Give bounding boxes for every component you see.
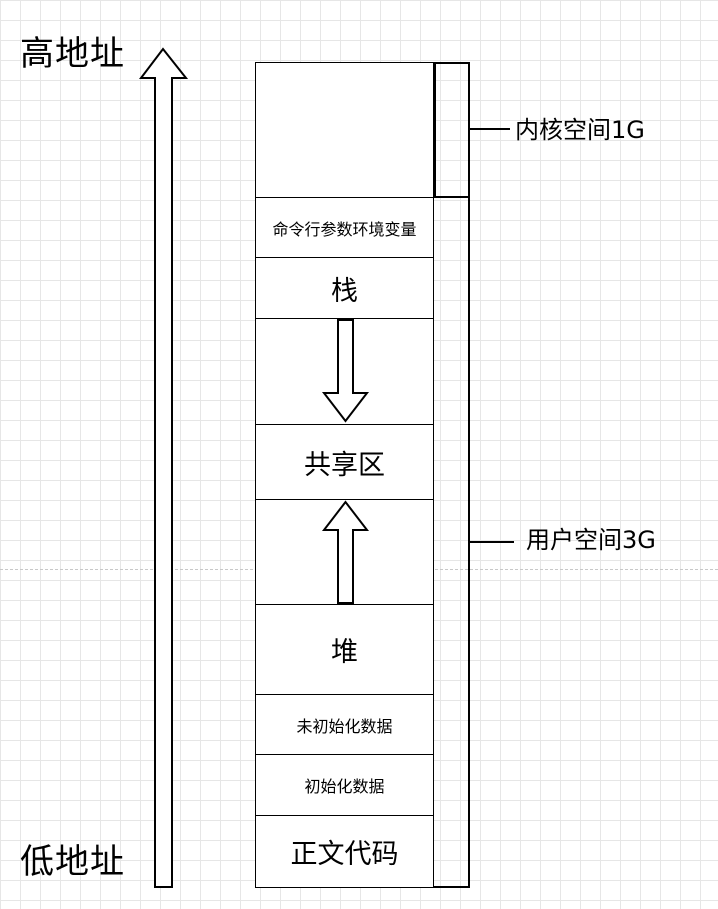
user-space-label: 用户空间3G [526, 526, 656, 554]
space-bracket [434, 62, 470, 888]
bss-segment: 未初始化数据 [256, 695, 433, 755]
address-up-arrow-icon [138, 47, 189, 888]
kernel-space-label: 内核空间1G [515, 116, 645, 144]
text-segment: 正文代码 [290, 839, 399, 870]
stack-segment: 栈 [256, 258, 433, 319]
data-segment: 初始化数据 [256, 755, 433, 816]
memory-layout-column: 命令行参数环境变量 栈 共享区 堆 未初始化数据 初始化数据 正文代码 [255, 62, 434, 888]
env-segment: 命令行参数环境变量 [256, 198, 433, 258]
stack-growth-gap [256, 319, 433, 425]
heap-growth-gap [256, 500, 433, 605]
heap-segment: 堆 [256, 605, 433, 695]
high-address-label: 高地址 [20, 34, 125, 74]
low-address-label: 低地址 [20, 842, 125, 882]
up-arrow-icon [321, 500, 370, 604]
user-tick [470, 541, 514, 543]
kernel-user-divider [434, 196, 470, 198]
down-arrow-icon [321, 319, 370, 423]
kernel-segment [256, 63, 433, 198]
kernel-bracket-edge [434, 62, 436, 197]
kernel-tick [470, 128, 510, 130]
shared-segment: 共享区 [256, 425, 433, 500]
